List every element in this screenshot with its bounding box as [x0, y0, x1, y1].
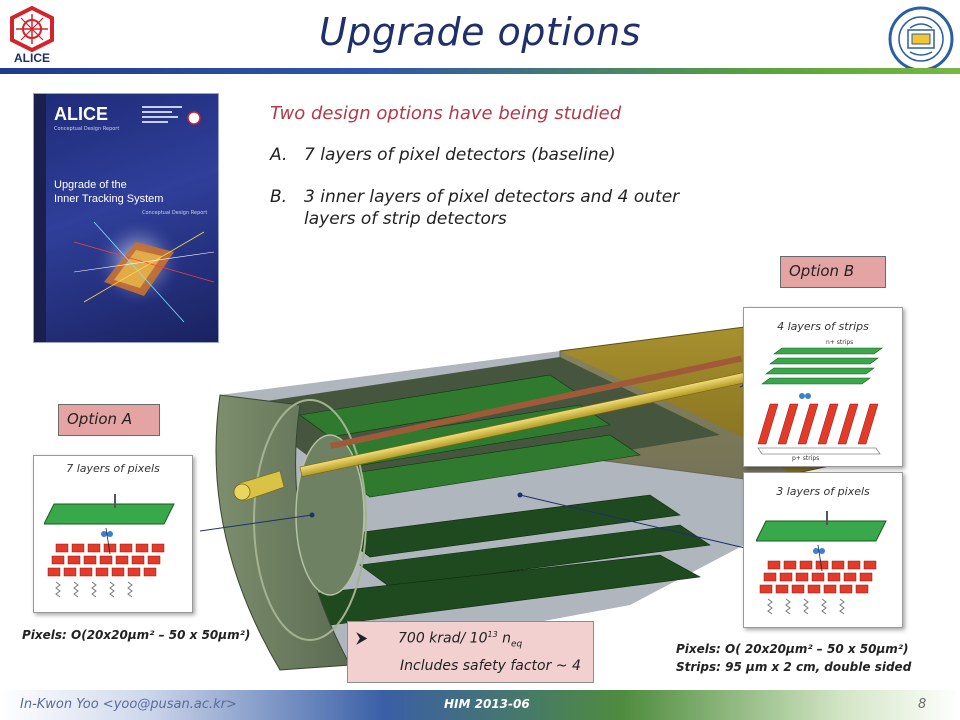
option-b-strip-inset-label: 4 layers of strips — [777, 320, 869, 333]
footer-conference: HIM 2013-06 — [444, 697, 530, 711]
option-a-caption: Pixels: O(20x20µm² – 50 x 50µm²) — [22, 628, 251, 642]
cover-reference-lines — [142, 106, 202, 128]
option-a-text: A. 7 layers of pixel detectors (baseline) — [270, 144, 616, 166]
intro-text: Two design options have being studied — [270, 103, 622, 124]
option-a-inset-label: 7 layers of pixels — [66, 462, 160, 475]
option-b-caption-line2: Strips: 95 µm x 2 cm, double sided — [676, 660, 912, 674]
radiation-dose-unit: n — [497, 630, 511, 647]
pixel-module-diagram-b — [756, 511, 887, 615]
option-b-description-line2: layers of strip detectors — [304, 209, 507, 229]
cdr-cover-image: ALICE Conceptual Design Report Upgrade o… — [33, 93, 219, 343]
option-a-pixel-inset: 7 layers of pixels — [33, 455, 193, 613]
cover-heading-line2: Inner Tracking System — [54, 193, 164, 205]
option-a-description: 7 layers of pixel detectors (baseline) — [304, 145, 616, 165]
option-b-pixel-inset: 3 layers of pixels — [743, 472, 903, 628]
option-a-marker: A. — [270, 145, 288, 165]
cover-spine — [34, 94, 46, 342]
option-b-marker: B. — [270, 187, 288, 207]
n-strips-label: n+ strips — [826, 339, 853, 346]
option-b-strip-inset: 4 layers of strips n+ strips p+ strips — [743, 307, 903, 467]
page-title: Upgrade options — [318, 10, 641, 54]
page-number: 8 — [918, 697, 927, 712]
p-strips-label: p+ strips — [792, 455, 819, 462]
option-b-pixel-inset-label: 3 layers of pixels — [776, 485, 870, 498]
option-a-label: Option A — [58, 404, 160, 436]
radiation-dose: 700 krad/ 1013 neq — [398, 630, 522, 649]
footer-author: In-Kwon Yoo <yoo@pusan.ac.kr> — [20, 697, 237, 712]
cover-brand-sub: Conceptual Design Report — [54, 126, 120, 132]
cover-brand: ALICE — [54, 104, 108, 124]
footer-bar — [0, 690, 960, 720]
radiation-dose-subscript: eq — [511, 639, 523, 650]
alice-logo: ALICE — [6, 5, 58, 65]
title-divider — [0, 68, 960, 74]
radiation-box: ⮞ 700 krad/ 1013 neq Includes safety fac… — [347, 621, 594, 683]
option-b-description-line1: 3 inner layers of pixel detectors and 4 … — [304, 187, 680, 207]
cover-heading-line1: Upgrade of the — [54, 179, 127, 191]
cover-detector-art — [74, 222, 214, 323]
option-b-caption: Pixels: O( 20x20µm² – 50 x 50µm²) Strips… — [676, 640, 911, 676]
option-b-text: B. 3 inner layers of pixel detectors and … — [270, 186, 750, 230]
strip-module-diagram: n+ strips p+ strips — [757, 339, 883, 462]
alice-logo-text: ALICE — [14, 51, 50, 64]
option-b-label: Option B — [780, 256, 886, 288]
its-detector-drawing — [200, 324, 881, 671]
radiation-safety-factor: Includes safety factor ~ 4 — [400, 658, 581, 674]
cover-heading-sub: Conceptual Design Report — [142, 210, 208, 216]
option-b-caption-line1: Pixels: O( 20x20µm² – 50 x 50µm²) — [676, 642, 909, 656]
radiation-bullet-icon: ⮞ — [356, 628, 368, 647]
university-seal-icon — [888, 6, 954, 72]
pixel-module-diagram — [44, 494, 175, 598]
radiation-dose-prefix: 700 krad/ 10 — [398, 630, 488, 647]
cover-heading: Upgrade of the Inner Tracking System — [54, 178, 214, 206]
radiation-dose-exponent: 13 — [487, 630, 498, 639]
